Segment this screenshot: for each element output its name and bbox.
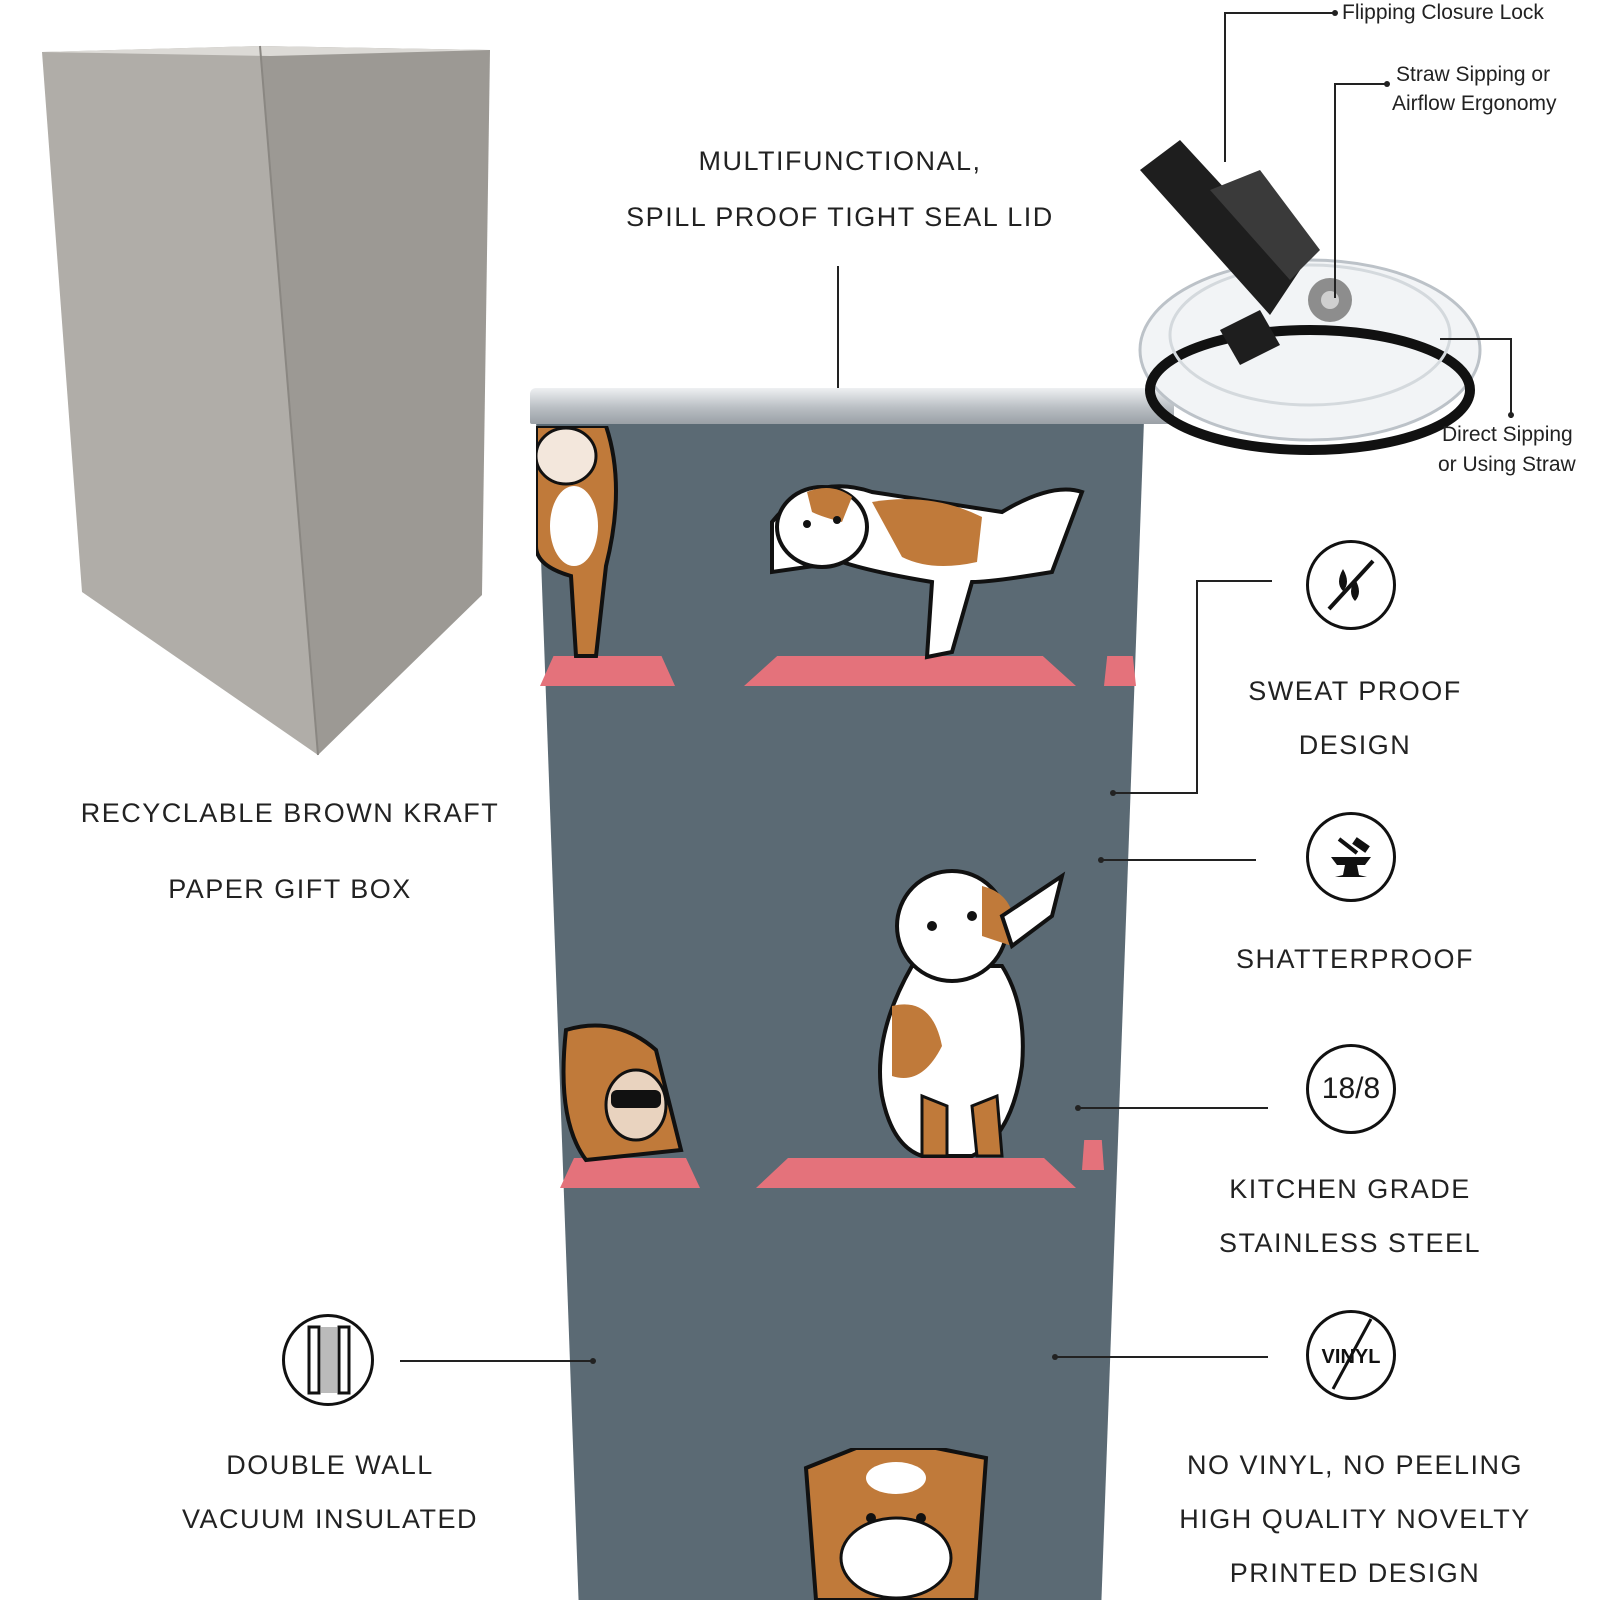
callout-direct-dot — [1508, 412, 1514, 418]
yoga-mat — [756, 1158, 1076, 1188]
callout-flip-line-v — [1224, 12, 1226, 162]
shatter-pointer-line — [1100, 859, 1256, 861]
lid-pointer-line — [837, 266, 839, 422]
yoga-mat — [560, 1158, 700, 1188]
shatter-pointer-dot — [1098, 857, 1104, 863]
box-caption-line-2: PAPER GIFT BOX — [168, 874, 412, 904]
sweat-pointer-dot — [1110, 790, 1116, 796]
sweat-proof-line-1: SWEAT PROOF — [1248, 676, 1462, 706]
double-wall-line-2: VACUUM INSULATED — [181, 1504, 479, 1534]
callout-flip-closure: Flipping Closure Lock — [1342, 1, 1544, 24]
anvil-hammer-icon — [1306, 812, 1396, 902]
box-caption-line-1: RECYCLABLE BROWN KRAFT — [80, 798, 500, 828]
sweat-pointer-h1 — [1196, 580, 1272, 582]
tumbler-lid — [530, 388, 1174, 424]
yoga-mat — [1104, 656, 1136, 686]
steel-pointer-line — [1078, 1107, 1268, 1109]
double-wall-pointer-dot — [590, 1358, 596, 1364]
callout-flip-line-h — [1224, 12, 1336, 14]
steel-grade-icon: 18/8 — [1306, 1044, 1396, 1134]
callout-direct-line-v — [1510, 338, 1512, 418]
steel-pointer-dot — [1075, 1105, 1081, 1111]
bulldog-child-pose — [561, 1023, 684, 1163]
steel-line-1: KITCHEN GRADE — [1229, 1174, 1471, 1204]
yoga-mat — [540, 656, 675, 686]
no-vinyl-icon: VINYL — [1306, 1310, 1396, 1400]
bulldog-warrior-pose — [770, 484, 1085, 660]
steel-line-2: STAINLESS STEEL — [1218, 1228, 1482, 1258]
vinyl-pointer-dot — [1052, 1354, 1058, 1360]
double-wall-icon — [282, 1314, 374, 1406]
gift-box-image — [42, 45, 490, 756]
callout-direct-line-1: Direct Sipping — [1442, 423, 1573, 446]
bulldog-bottom-pose — [803, 1448, 989, 1600]
double-wall-line-1: DOUBLE WALL — [226, 1450, 434, 1480]
yoga-mat — [744, 656, 1076, 686]
callout-straw-dot — [1384, 81, 1390, 87]
double-wall-pointer-line — [400, 1360, 594, 1362]
no-water-drops-icon — [1306, 540, 1396, 630]
vinyl-line-2: HIGH QUALITY NOVELTY — [1179, 1504, 1531, 1534]
lid-caption-line-2: SPILL PROOF TIGHT SEAL LID — [626, 202, 1054, 232]
callout-direct-line-h — [1440, 338, 1512, 340]
callout-straw-line-1: Straw Sipping or — [1396, 63, 1551, 86]
sweat-pointer-v — [1196, 580, 1198, 794]
yoga-mat — [1082, 1140, 1104, 1170]
vinyl-line-1: NO VINYL, NO PEELING — [1186, 1450, 1524, 1480]
callout-straw-line-h — [1334, 83, 1388, 85]
bulldog-tree-pose — [536, 426, 618, 658]
sweat-proof-line-2: DESIGN — [1298, 730, 1412, 760]
lid-caption-line-1: MULTIFUNCTIONAL, — [698, 146, 982, 176]
callout-straw-line-2: Airflow Ergonomy — [1392, 92, 1557, 115]
shatterproof-label: SHATTERPROOF — [1235, 944, 1474, 974]
sweat-pointer-h2 — [1114, 792, 1198, 794]
tumbler-body — [536, 420, 1144, 1600]
vinyl-pointer-line — [1054, 1356, 1268, 1358]
callout-flip-dot — [1332, 10, 1338, 16]
callout-direct-line-2: or Using Straw — [1438, 453, 1576, 476]
bulldog-side-stretch-pose — [878, 869, 1066, 1158]
vinyl-line-3: PRINTED DESIGN — [1229, 1558, 1481, 1588]
lid-photo — [1138, 140, 1482, 455]
steel-grade-badge-text: 18/8 — [1321, 1072, 1381, 1105]
callout-straw-line-v — [1334, 83, 1336, 298]
